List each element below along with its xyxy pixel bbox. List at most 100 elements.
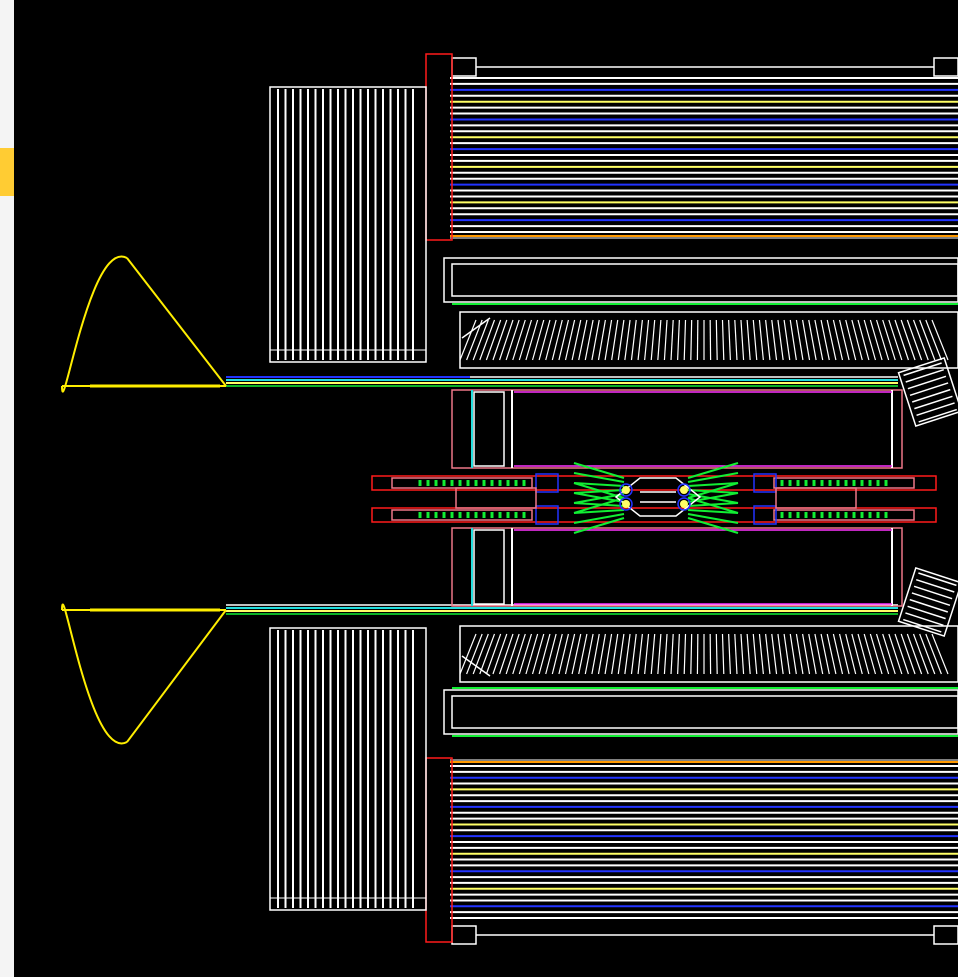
barrel-crystals-top-crystal [765,319,771,361]
barrel-crystals-top-crystal [715,319,718,361]
barrel-crystals-top-crystal [604,319,613,361]
forward-tracker-top-frame [269,86,427,363]
barrel-crystals-top-crystal [728,319,731,361]
barrel-crystals-top-crystal [734,319,738,361]
barrel-crystals-bottom-crystal [479,633,496,675]
barrel-crystals-bottom-crystal [650,633,656,675]
barrel-crystals-top-crystal [459,319,477,361]
barrel-crystals-top-crystal [845,319,857,361]
barrel-crystals-top-crystal [538,319,551,361]
barrel-crystals-bottom-crystal [637,633,643,675]
barrel-crystals-bottom-crystal [657,633,662,675]
endcap-bottom [897,567,958,637]
barrel-crystals-top-crystal [795,319,804,361]
barrel-crystals-bottom-crystal [851,633,863,675]
solenoid-slab-top [443,257,958,305]
vertex-fan-left-ray-b [573,509,625,514]
barrel-crystals-top-crystal [558,319,570,361]
barrel-crystals-top-crystal [851,319,863,361]
barrel-crystals-top-crystal [650,319,656,361]
endcap-top [897,357,958,427]
barrel-crystals-bottom-crystal [512,633,526,675]
barrel-crystals-bottom-crystal [644,633,650,675]
barrel-crystals-bottom-crystal [564,633,576,675]
interaction-marker [680,486,688,494]
barrel-crystals-top-crystal [721,319,725,361]
barrel-crystals-bottom-edge-left [461,655,491,677]
vertex-region [371,462,937,534]
barrel-crystals-top-crystal [912,319,929,361]
left-edge-highlight [0,148,14,196]
barrel-crystals-bottom-crystal [746,633,751,675]
barrel-crystals-bottom-crystal [740,633,745,675]
vertex-fan-left-ray-b [573,513,625,524]
barrel-crystals-top-crystal [783,319,791,361]
barrel-crystals-bottom-crystal [863,633,877,675]
endcap-bottom-frame [897,567,958,637]
endcap-top-block [914,395,953,410]
barrel-crystals-top-crystal [869,319,883,361]
vertex-fan-right-ray-b [687,517,739,534]
drift-chamber-top [451,389,903,469]
barrel-crystals-top-crystal [925,319,942,361]
solenoid-slab-bottom [443,689,958,737]
barrel-crystals-top-crystal [919,319,936,361]
endcap-bottom-block [913,585,953,600]
barrel-crystals-top-crystal [875,319,890,361]
barrel-crystals-top-crystal [525,319,539,361]
endcap-bottom-block [918,572,957,587]
barrel-crystals-bottom-crystal [875,633,890,675]
barrel-crystals-top-crystal [820,319,830,361]
barrel-crystals-top-crystal [472,319,489,361]
barrel-crystals-bottom-crystal [857,633,870,675]
endcap-bottom-block [916,578,955,593]
barrel-crystals-bottom-crystal [545,633,557,675]
barrel-crystals-top-crystal [466,319,483,361]
barrel-crystals-top-crystal [690,319,693,361]
barrel-crystals-bottom-crystal [888,633,903,675]
interaction-marker-ring [677,483,691,497]
vertex-fan-right-ray-b [687,509,739,514]
barrel-crystals-bottom-crystal [591,633,600,675]
interaction-marker [622,500,630,508]
endcap-bottom-block [907,605,946,620]
barrel-crystals-bottom-crystal [894,633,910,675]
beam-line-bottom [226,604,898,615]
forward-cone-top-slope [126,257,227,387]
vertex-fan-right-ray [687,462,739,479]
forward-tracker-top [269,86,427,363]
vertex-fan-right [687,462,739,534]
barrel-crystals-bottom-crystal [795,633,804,675]
barrel-crystals-top-crystal [802,319,811,361]
endcap-bottom-block [905,612,944,627]
barrel-crystals-bottom-crystal [604,633,613,675]
barrel-crystals-bottom-crystal [826,633,837,675]
endcap-top-block [907,375,947,390]
barrel-crystals-bottom-crystal [845,633,857,675]
barrel-crystals-bottom-crystal [584,633,594,675]
interaction-marker-ring [619,497,633,511]
barrel-crystals-top-crystal [771,319,778,361]
vertex-fan-left-ray-b [573,517,625,534]
vertex-fan-left-ray [573,482,625,487]
barrel-crystals-bottom-crystal [472,633,489,675]
forward-cone-top-arc [61,255,128,393]
barrel-crystals-top-crystal [663,319,668,361]
barrel-crystals-top-frame [459,311,958,369]
barrel-crystals-bottom-crystal [670,633,674,675]
barrel-crystals-bottom-crystal [558,633,570,675]
endcap-top-block [903,362,942,377]
barrel-crystals-top-crystal [545,319,557,361]
drift-chamber-bottom-end-left [473,529,505,605]
endcap-bottom-block [903,618,942,633]
barrel-crystals-bottom-crystal [734,633,738,675]
forward-tracker-bottom [269,627,427,911]
vertex-pink-left [455,487,537,509]
barrel-crystals-top-crystal [591,319,600,361]
barrel-crystals-top-crystal [630,319,637,361]
barrel-crystals-bottom-crystal [505,633,520,675]
barrel-crystals-bottom-crystal [597,633,606,675]
interaction-marker-ring [677,497,691,511]
